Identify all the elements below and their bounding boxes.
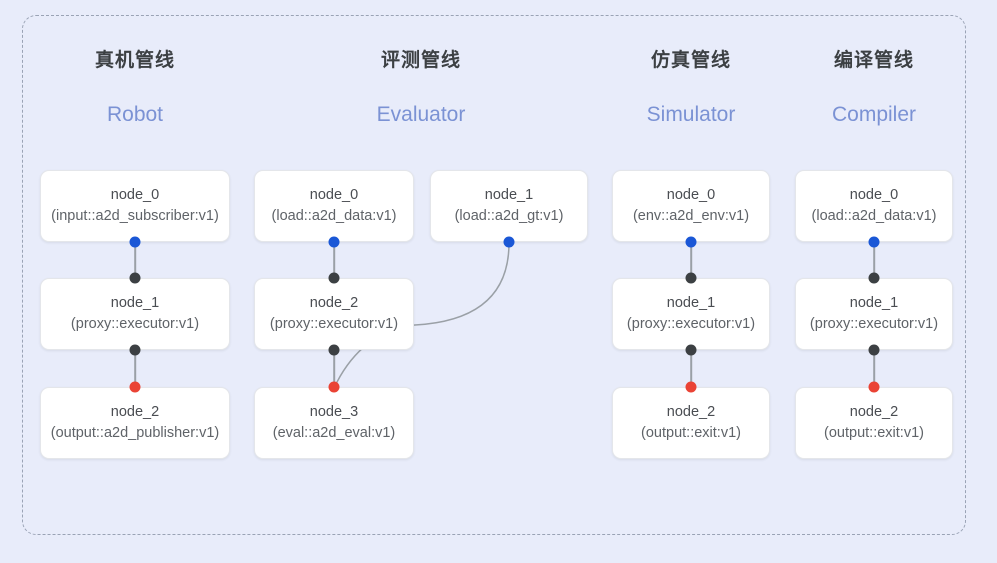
port-bottom-robot-node_1[interactable] — [129, 344, 141, 356]
port-input-evaluator-node_1[interactable] — [503, 236, 515, 248]
node-card-evaluator-node_0[interactable]: node_0 (load::a2d_data:v1) — [254, 170, 414, 242]
link-compiler-0-to-1 — [873, 242, 875, 278]
node-card-evaluator-node_3[interactable]: node_3 (eval::a2d_eval:v1) — [254, 387, 414, 459]
node-card-robot-node_2[interactable]: node_2 (output::a2d_publisher:v1) — [40, 387, 230, 459]
node-name: node_1 — [484, 187, 534, 203]
port-output-simulator-node_2[interactable] — [685, 381, 697, 393]
port-top-evaluator-node_2[interactable] — [328, 272, 340, 284]
node-card-simulator-node_0[interactable]: node_0 (env::a2d_env:v1) — [612, 170, 770, 242]
column-title-cn-compiler: 编译管线 — [833, 50, 914, 71]
link-simulator-1-to-2 — [690, 350, 692, 386]
column-title-cn-robot: 真机管线 — [94, 50, 175, 71]
node-type: (proxy::executor:v1) — [809, 316, 939, 332]
node-type: (load::a2d_data:v1) — [811, 208, 937, 224]
node-name: node_3 — [309, 404, 359, 420]
node-type: (env::a2d_env:v1) — [632, 208, 750, 224]
node-name: node_0 — [666, 187, 716, 203]
port-top-compiler-node_1[interactable] — [868, 272, 880, 284]
column-title-en-evaluator: Evaluator — [376, 103, 466, 126]
node-name: node_2 — [309, 295, 359, 311]
node-card-simulator-node_2[interactable]: node_2 (output::exit:v1) — [612, 387, 770, 459]
node-card-compiler-node_1[interactable]: node_1 (proxy::executor:v1) — [795, 278, 953, 350]
port-bottom-compiler-node_1[interactable] — [868, 344, 880, 356]
node-card-compiler-node_2[interactable]: node_2 (output::exit:v1) — [795, 387, 953, 459]
node-type: (load::a2d_data:v1) — [271, 208, 397, 224]
node-name: node_0 — [309, 187, 359, 203]
link-evaluator-2-to-3 — [333, 350, 335, 386]
diagram-dashed-frame — [22, 15, 966, 535]
link-compiler-1-to-2 — [873, 350, 875, 386]
node-type: (proxy::executor:v1) — [626, 316, 756, 332]
node-name: node_0 — [110, 187, 160, 203]
node-type: (load::a2d_gt:v1) — [454, 208, 564, 224]
port-output-evaluator-node_3[interactable] — [328, 381, 340, 393]
port-top-simulator-node_1[interactable] — [685, 272, 697, 284]
column-title-cn-evaluator: 评测管线 — [380, 50, 461, 71]
port-output-compiler-node_2[interactable] — [868, 381, 880, 393]
node-card-robot-node_0[interactable]: node_0 (input::a2d_subscriber:v1) — [40, 170, 230, 242]
node-type: (output::a2d_publisher:v1) — [50, 425, 220, 441]
port-top-robot-node_1[interactable] — [129, 272, 141, 284]
port-input-evaluator-node_0[interactable] — [328, 236, 340, 248]
column-title-en-robot: Robot — [106, 103, 164, 126]
column-header-compiler: 编译管线 Compiler — [779, 48, 969, 128]
column-title-en-compiler: Compiler — [831, 103, 917, 126]
link-robot-1-to-2 — [134, 350, 136, 386]
column-header-simulator: 仿真管线 Simulator — [596, 48, 786, 128]
node-name: node_0 — [849, 187, 899, 203]
node-name: node_2 — [849, 404, 899, 420]
node-name: node_1 — [666, 295, 716, 311]
node-type: (output::exit:v1) — [824, 425, 924, 441]
node-type: (proxy::executor:v1) — [70, 316, 200, 332]
node-type: (output::exit:v1) — [641, 425, 741, 441]
column-header-robot: 真机管线 Robot — [40, 48, 230, 128]
node-card-robot-node_1[interactable]: node_1 (proxy::executor:v1) — [40, 278, 230, 350]
column-title-cn-simulator: 仿真管线 — [650, 50, 731, 71]
node-card-compiler-node_0[interactable]: node_0 (load::a2d_data:v1) — [795, 170, 953, 242]
link-robot-0-to-1 — [134, 242, 136, 278]
node-card-evaluator-node_2[interactable]: node_2 (proxy::executor:v1) — [254, 278, 414, 350]
node-type: (eval::a2d_eval:v1) — [272, 425, 396, 441]
port-bottom-simulator-node_1[interactable] — [685, 344, 697, 356]
port-input-compiler-node_0[interactable] — [868, 236, 880, 248]
port-output-robot-node_2[interactable] — [129, 381, 141, 393]
port-input-simulator-node_0[interactable] — [685, 236, 697, 248]
node-card-simulator-node_1[interactable]: node_1 (proxy::executor:v1) — [612, 278, 770, 350]
node-name: node_1 — [849, 295, 899, 311]
column-header-evaluator: 评测管线 Evaluator — [326, 48, 516, 128]
port-input-robot-node_0[interactable] — [129, 236, 141, 248]
port-bottom-evaluator-node_2[interactable] — [328, 344, 340, 356]
link-evaluator-0-to-2 — [333, 242, 335, 278]
node-type: (proxy::executor:v1) — [269, 316, 399, 332]
node-type: (input::a2d_subscriber:v1) — [51, 208, 219, 224]
node-name: node_1 — [110, 295, 160, 311]
node-card-evaluator-node_1[interactable]: node_1 (load::a2d_gt:v1) — [430, 170, 588, 242]
column-title-en-simulator: Simulator — [646, 103, 736, 126]
node-name: node_2 — [666, 404, 716, 420]
link-simulator-0-to-1 — [690, 242, 692, 278]
node-name: node_2 — [110, 404, 160, 420]
